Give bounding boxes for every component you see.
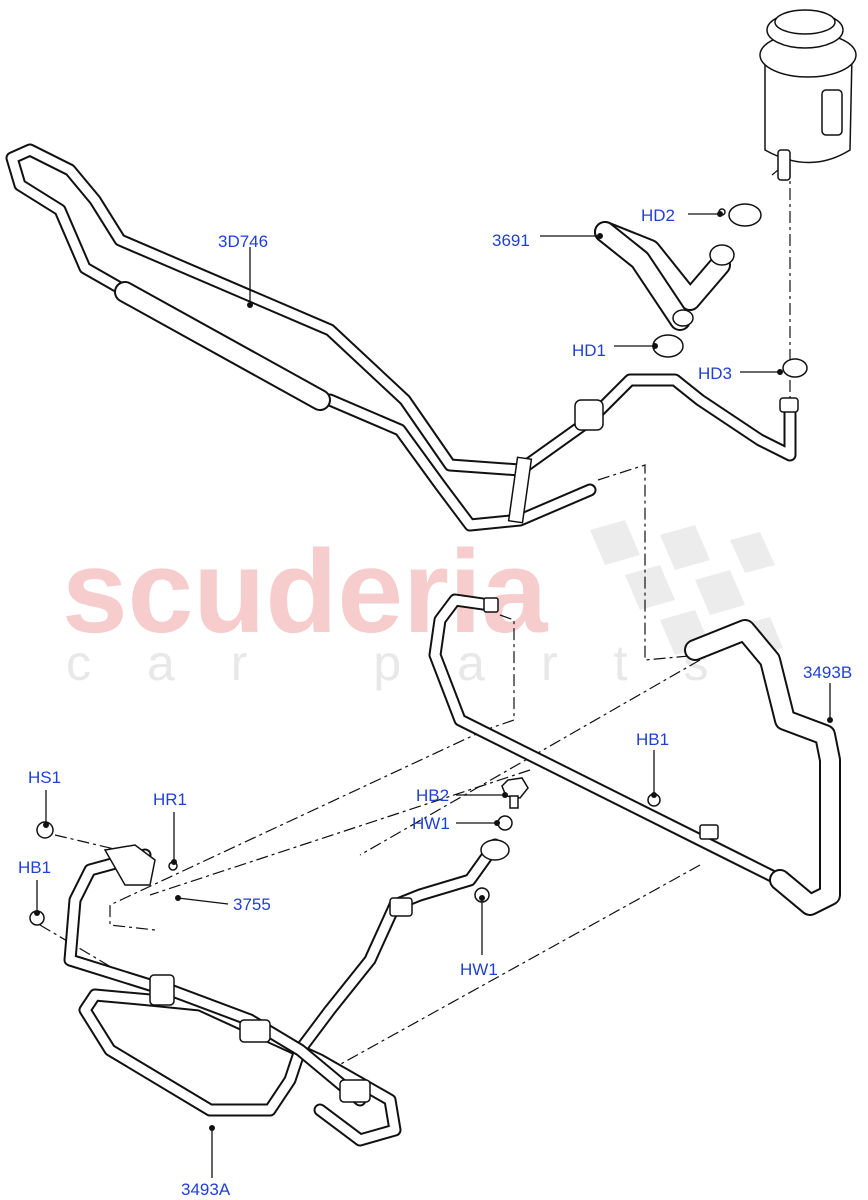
label-hr1: HR1	[153, 790, 187, 809]
label-hw1-upper: HW1	[412, 814, 450, 833]
label-3493a: 3493A	[181, 1180, 231, 1199]
label-hd3: HD3	[698, 364, 732, 383]
return-hose-3493b[interactable]	[428, 593, 841, 916]
label-3d746: 3D746	[218, 232, 268, 251]
bracket-3755[interactable]	[103, 844, 156, 886]
label-hd2: HD2	[641, 206, 675, 225]
label-hb1-right: HB1	[636, 730, 669, 749]
label-3493b: 3493B	[803, 663, 852, 682]
bolt-hs1[interactable]	[36, 821, 54, 839]
watermark-tagline: car parts	[66, 635, 765, 691]
part-labels: 3D746 3691 HD2 HD1 HD3 3493B HB1 HB2 HW1…	[18, 206, 852, 1199]
label-hw1-lower: HW1	[460, 960, 498, 979]
fluid-reservoir[interactable]	[759, 9, 857, 181]
watermark-brand: scuderia	[62, 526, 549, 658]
label-3691: 3691	[492, 231, 530, 250]
pressure-hose-3493a[interactable]	[63, 838, 510, 1147]
label-3755: 3755	[233, 895, 271, 914]
label-hb1-left: HB1	[18, 858, 51, 877]
bolt-hb2[interactable]	[501, 777, 529, 809]
label-hd1: HD1	[572, 341, 606, 360]
leader-lines	[34, 211, 833, 1178]
label-hb2: HB2	[416, 786, 449, 805]
clamp-hd3[interactable]	[782, 358, 808, 378]
clamp-hd2[interactable]	[718, 203, 762, 227]
label-hs1: HS1	[28, 768, 61, 787]
washer-hw1-upper[interactable]	[497, 815, 513, 831]
watermark: scuderia car parts	[62, 520, 783, 691]
cooler-pipe-3d746[interactable]	[5, 143, 799, 532]
hose-3691[interactable]	[594, 221, 735, 331]
